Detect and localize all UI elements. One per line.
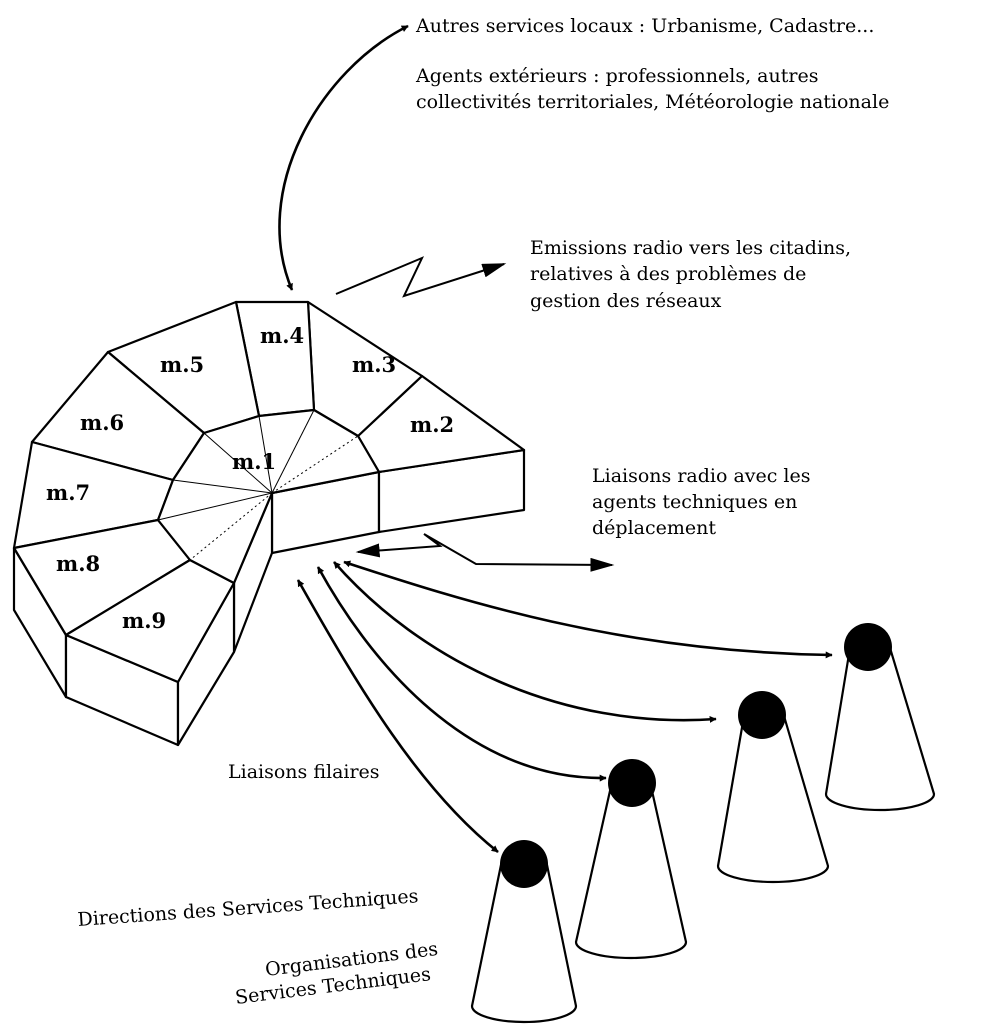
hub-radials [157,409,359,561]
segment-label-m1: m.1 [232,449,276,474]
services-locaux-text: Autres services locaux : Urbanisme, Cada… [415,15,874,37]
segment-label-m6: m.6 [80,410,124,435]
emissions-line3: gestion des réseaux [530,290,722,312]
emissions-line2: relatives à des problèmes de [530,263,806,285]
label-directions: Directions des Services Techniques [77,885,419,931]
segment-label-m3: m.3 [352,352,396,377]
segment-label-m4: m.4 [260,323,304,348]
emissions-line1: Emissions radio vers les citadins, [530,237,851,259]
label-external-services: Autres services locaux : Urbanisme, Cada… [415,15,889,113]
segment-label-m5: m.5 [160,352,204,377]
liaisons-radio-line2: agents techniques en [592,491,797,513]
agents-exterieurs-line1: Agents extérieurs : professionnels, autr… [415,65,818,87]
segment-label-m8: m.8 [56,551,100,576]
agent-pawn-3 [716,691,830,884]
radio-link-arrow [355,533,615,572]
segment-label-m9: m.9 [122,608,166,633]
liaisons-radio-line1: Liaisons radio avec les [592,465,811,487]
radio-emission-arrow [335,256,507,298]
agents-exterieurs-line2: collectivités territoriales, Météorologi… [416,91,889,113]
wired-link-arrow-4 [343,560,833,659]
agent-pawn-1 [470,840,578,1024]
wired-link-arrows [296,560,833,854]
label-radio-emissions: Emissions radio vers les citadins, relat… [530,237,851,312]
segment-label-m7: m.7 [46,480,90,505]
directions-text: Directions des Services Techniques [77,885,419,931]
segment-label-m2: m.2 [410,412,454,437]
external-services-arrow [278,24,409,291]
label-wired-links: Liaisons filaires [228,761,380,783]
agent-pawn-2 [574,759,688,960]
label-radio-links: Liaisons radio avec les agents technique… [592,465,811,539]
central-module: m.1 m.2 m.3 m.4 m.5 m.6 m.7 m.8 m.9 [12,300,526,747]
liaisons-radio-line3: déplacement [592,517,716,539]
agent-pawn-4 [824,623,936,812]
label-organisations: Organisations des Services Techniques [234,938,439,1009]
